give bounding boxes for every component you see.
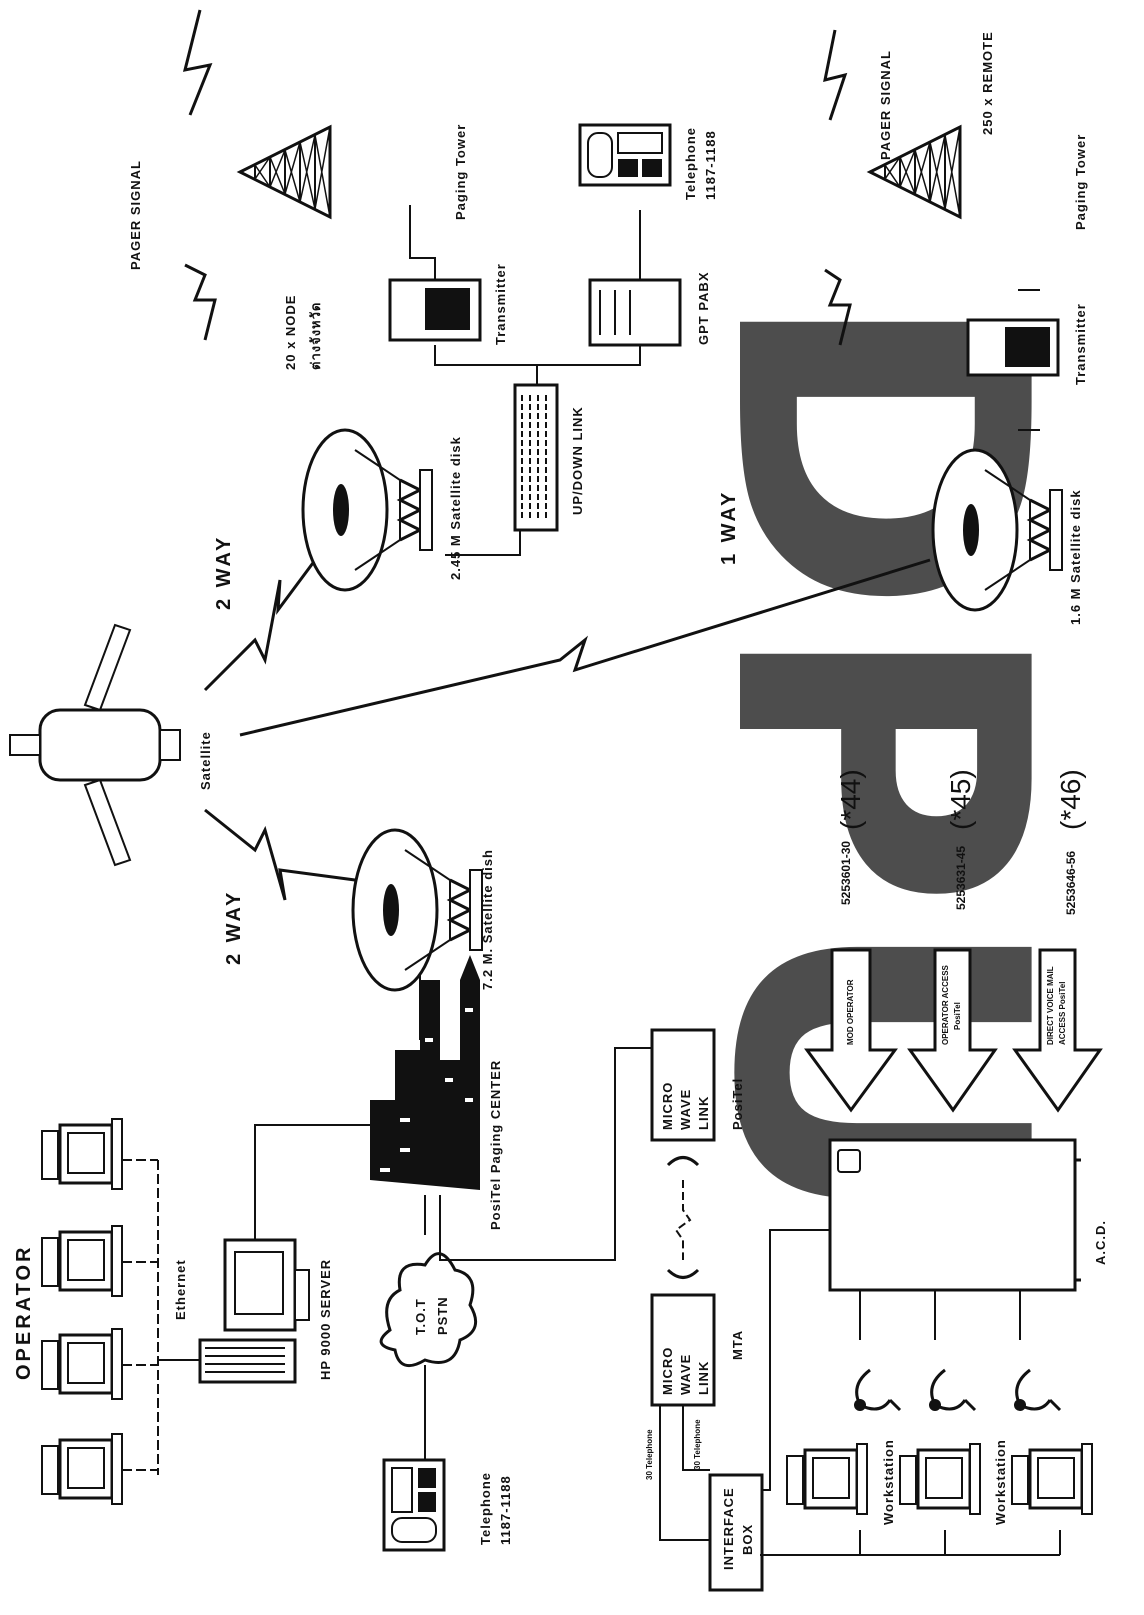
mw-left-line1: MICRO xyxy=(660,1347,675,1395)
mw-left-line3: LINK xyxy=(696,1361,711,1395)
interface-line2: BOX xyxy=(740,1524,755,1555)
ethernet-line xyxy=(122,1159,159,1475)
access-3-arrow-line2: ACCESS PosiTel xyxy=(1058,982,1067,1045)
mw-left-line2: WAVE xyxy=(678,1354,693,1395)
remote-telephone-number: 1187-1188 xyxy=(703,130,718,200)
microwave-right: MICRO WAVE LINK PosiTel xyxy=(650,1028,745,1167)
trunk-label-1: 30 Telephone xyxy=(645,1429,654,1480)
mw-left-site: MTA xyxy=(730,1330,745,1360)
access-3-code: (*46) xyxy=(1055,769,1086,830)
center-telephone-label: Telephone xyxy=(478,1472,493,1545)
two-way-lower-label: 2 WAY xyxy=(223,890,245,965)
operator-pc-1 xyxy=(40,1432,124,1506)
access-3-arrow-line1: DIRECT VOICE MAIL xyxy=(1046,966,1055,1045)
paging-tower-2way: Paging Tower PAGER SIGNAL xyxy=(128,9,468,341)
node-info: 20 x NODE ต่างจังหวัด xyxy=(283,295,323,370)
pager-bolt-top xyxy=(182,9,213,116)
dish-1-6m-label: 1.6 M Satellite disk xyxy=(1068,489,1083,625)
link-one-way xyxy=(239,558,931,737)
transmitter-2way: Transmitter xyxy=(388,205,508,345)
access-2-arrow-line1: OPERATOR ACCESS xyxy=(941,964,950,1045)
operator-title: OPERATOR xyxy=(13,1245,35,1381)
acd-unit: A.C.D. xyxy=(828,1138,1108,1413)
satellite: Satellite xyxy=(9,623,213,867)
access-number-2: OPERATOR ACCESS PosiTel 5253631-45 (*45) xyxy=(907,769,998,1113)
transmitter-1way: Transmitter xyxy=(966,289,1088,431)
two-way-upper-label: 2 WAY xyxy=(213,535,235,610)
workstation-label-1: Workstation xyxy=(881,1439,896,1525)
access-number-1: MOD OPERATOR 5253601-30 (*44) xyxy=(804,769,898,1113)
node-line1: 20 x NODE xyxy=(283,295,298,370)
satellite-dish-7-2m: 7.2 M. Satellite dish xyxy=(351,828,495,992)
operator-pc-2 xyxy=(40,1327,124,1401)
access-2-arrow-line2: PosiTel xyxy=(953,1002,962,1030)
pstn-line2: PSTN xyxy=(435,1296,450,1335)
microwave-left: MICRO WAVE LINK MTA xyxy=(650,1268,745,1407)
server-label: HP 9000 SERVER xyxy=(318,1259,333,1380)
pstn-cloud: T.O.T PSTN xyxy=(379,1195,478,1460)
pager-bolt-bottom-1way xyxy=(824,268,852,346)
mw-right-line1: MICRO xyxy=(660,1082,675,1130)
workstation-label-2: Workstation xyxy=(993,1439,1008,1525)
hp-9000-server: HP 9000 SERVER xyxy=(158,1124,390,1384)
trunk-label-2: 30 Telephone xyxy=(693,1419,702,1470)
access-1-code: (*44) xyxy=(835,769,866,830)
link-lower xyxy=(204,808,356,901)
operator-pc-4 xyxy=(40,1117,124,1191)
link-upper xyxy=(203,539,332,692)
dish-7-2m-label: 7.2 M. Satellite dish xyxy=(480,849,495,990)
pager-bolt-top-1way xyxy=(823,29,848,121)
access-2-range: 5253631-45 xyxy=(954,846,968,910)
transmitter-2way-label: Transmitter xyxy=(493,263,508,345)
center-telephone: Telephone 1187-1188 xyxy=(382,1458,513,1552)
ethernet-label: Ethernet xyxy=(173,1259,188,1320)
pager-signal-2way: PAGER SIGNAL xyxy=(128,160,143,270)
operator-group: OPERATOR Ethernet xyxy=(13,1117,188,1506)
node-line2: ต่างจังหวัด xyxy=(308,302,323,370)
uplink-equipment: UP/DOWN LINK xyxy=(434,330,641,532)
center-telephone-number: 1187-1188 xyxy=(498,1475,513,1545)
remote-telephone-label: Telephone xyxy=(683,127,698,200)
access-1-range: 5253601-30 xyxy=(839,841,853,905)
satellite-label: Satellite xyxy=(198,731,213,790)
interface-line1: INTERFACE xyxy=(721,1487,736,1570)
operator-pc-3 xyxy=(40,1224,124,1298)
gpt-pabx: GPT PABX xyxy=(588,210,711,347)
satellite-dish-1-6m: 1.6 M Satellite disk xyxy=(931,448,1083,625)
satellite-links: 2 WAY 2 WAY 1 WAY xyxy=(203,490,931,965)
mw-right-site: PosiTel xyxy=(730,1078,745,1130)
one-way-label: 1 WAY xyxy=(718,490,740,565)
acd-label: A.C.D. xyxy=(1093,1220,1108,1265)
tower-2way-label: Paging Tower xyxy=(453,124,468,220)
access-number-3: DIRECT VOICE MAIL ACCESS PosiTel 5253646… xyxy=(1012,769,1103,1113)
pager-signal-1way: PAGER SIGNAL xyxy=(878,50,893,160)
mw-right-line2: WAVE xyxy=(678,1089,693,1130)
remote-count: 250 x REMOTE xyxy=(980,31,995,135)
pstn-line1: T.O.T xyxy=(413,1298,428,1335)
microwave-link xyxy=(674,1180,692,1260)
pabx-label: GPT PABX xyxy=(696,272,711,346)
paging-tower-1way: 250 x REMOTE Paging Tower PAGER SIGNAL xyxy=(823,29,1088,346)
access-2-code: (*45) xyxy=(945,769,976,830)
pager-bolt-bottom xyxy=(184,263,217,341)
interface-box: INTERFACE BOX 30 Telephone 30 Telephone xyxy=(645,1229,850,1592)
transmitter-1way-label: Transmitter xyxy=(1073,303,1088,385)
tower-1way-label: Paging Tower xyxy=(1073,134,1088,230)
acd-workstations: Workstation Workstation xyxy=(760,1439,1094,1556)
satellite-dish-2-45m: 2.45 M Satellite disk xyxy=(301,428,521,592)
paging-center-building: PosiTel Paging CENTER xyxy=(370,950,680,1261)
access-1-arrow-line1: MOD OPERATOR xyxy=(846,979,855,1045)
dish-2-45m-label: 2.45 M Satellite disk xyxy=(448,436,463,580)
mw-right-line3: LINK xyxy=(696,1096,711,1130)
remote-telephone: Telephone 1187-1188 xyxy=(578,123,718,200)
uplink-label: UP/DOWN LINK xyxy=(570,406,585,515)
paging-center-label: PosiTel Paging CENTER xyxy=(488,1060,503,1230)
access-3-range: 5253646-56 xyxy=(1064,851,1078,915)
